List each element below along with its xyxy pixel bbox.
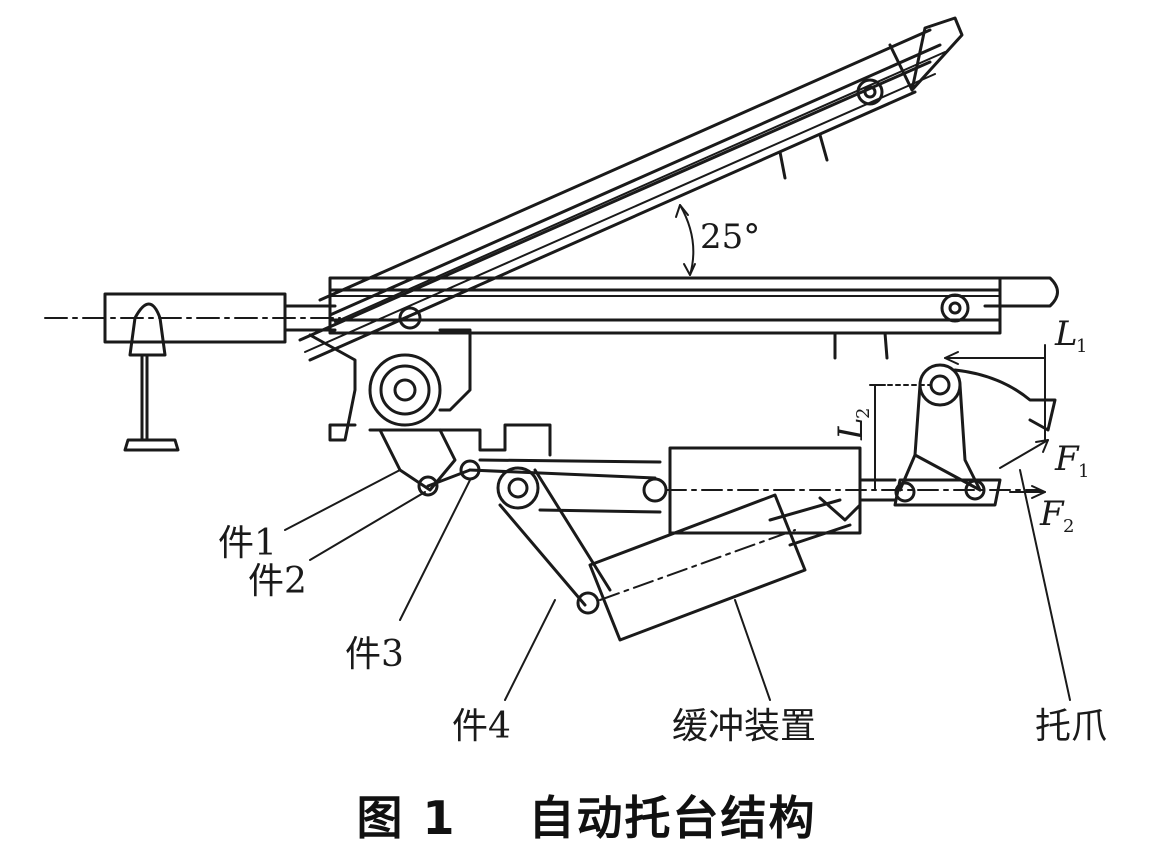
dimension-label-l1: L 1 [1054, 314, 1087, 357]
figure-title: 自动托台结构 [528, 791, 817, 845]
svg-text:F: F [1054, 439, 1080, 479]
figure-number: 图 1 [356, 791, 457, 845]
force-label-f2: F 2 [1039, 494, 1074, 537]
svg-text:L: L [831, 417, 871, 441]
part-label-3: 件3 [345, 634, 404, 675]
force-label-f1: F 1 [1054, 439, 1089, 482]
linkage [417, 458, 662, 615]
pivot-housing [308, 328, 552, 492]
mechanism-diagram: 25° L 1 L 2 F 1 F 2 件1 件2 件3 件4 缓冲装置 托爪 [44, 16, 1107, 747]
actuator-cylinder [642, 446, 1041, 535]
leader-lines [284, 469, 1071, 701]
svg-text:L: L [1054, 314, 1078, 354]
figure-caption: 图 1 自动托台结构 [0, 782, 1173, 848]
angle-label: 25° [700, 217, 760, 257]
horizontal-tray [328, 276, 1059, 360]
claw-label: 托爪 [1035, 706, 1107, 747]
svg-text:1: 1 [1078, 461, 1089, 482]
svg-text:2: 2 [1063, 516, 1074, 537]
claw-mechanism [893, 363, 1057, 507]
angle-arc [675, 204, 696, 276]
svg-text:2: 2 [853, 408, 874, 419]
inclined-tray [298, 16, 964, 362]
dimension-label-l2: L 2 [831, 408, 874, 441]
dimension-marks [869, 344, 1049, 499]
svg-text:F: F [1039, 494, 1065, 534]
svg-text:1: 1 [1076, 336, 1087, 357]
buffer-device-label: 缓冲装置 [672, 706, 816, 747]
buffer-device [588, 493, 862, 642]
part-label-4: 件4 [452, 706, 511, 747]
part-label-2: 件2 [248, 561, 307, 602]
part-label-1: 件1 [218, 523, 277, 564]
left-support [44, 292, 341, 452]
